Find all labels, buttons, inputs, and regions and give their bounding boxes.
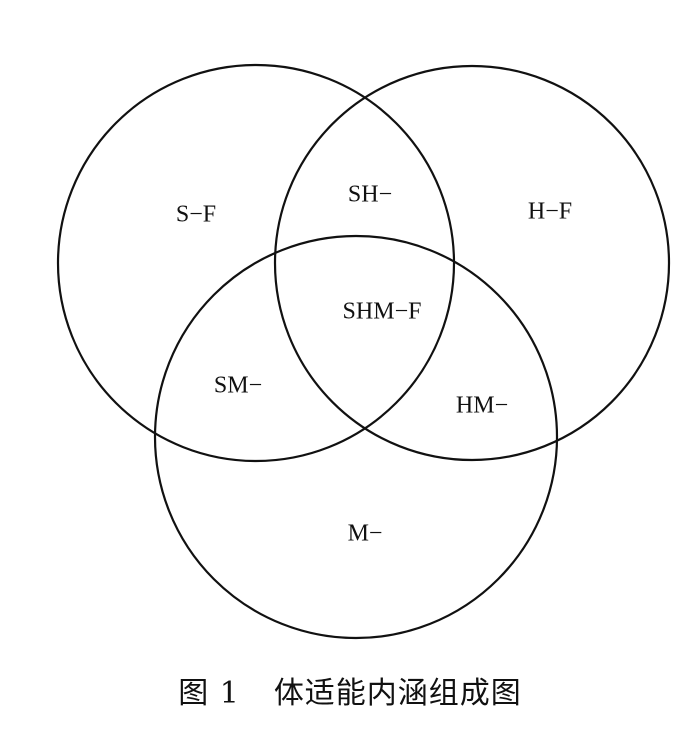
figure-number: 图 1 [178,676,240,711]
circle-m [153,234,559,640]
figure-caption: 图 1 体适能内涵组成图 [0,668,700,712]
circle-h [273,64,671,462]
region-s-only-label: S−F [176,202,216,228]
region-hm-label: HM− [456,393,508,419]
circle-s [56,63,456,463]
figure-title: 体适能内涵组成图 [273,676,522,711]
region-sh-label: SH− [348,182,392,208]
venn-diagram: S−F H−F SH− SHM−F SM− HM− M− [56,63,671,640]
region-m-only-label: M− [348,521,383,547]
region-sm-label: SM− [214,373,262,399]
region-h-only-label: H−F [528,199,572,225]
region-shm-label: SHM−F [343,299,422,325]
